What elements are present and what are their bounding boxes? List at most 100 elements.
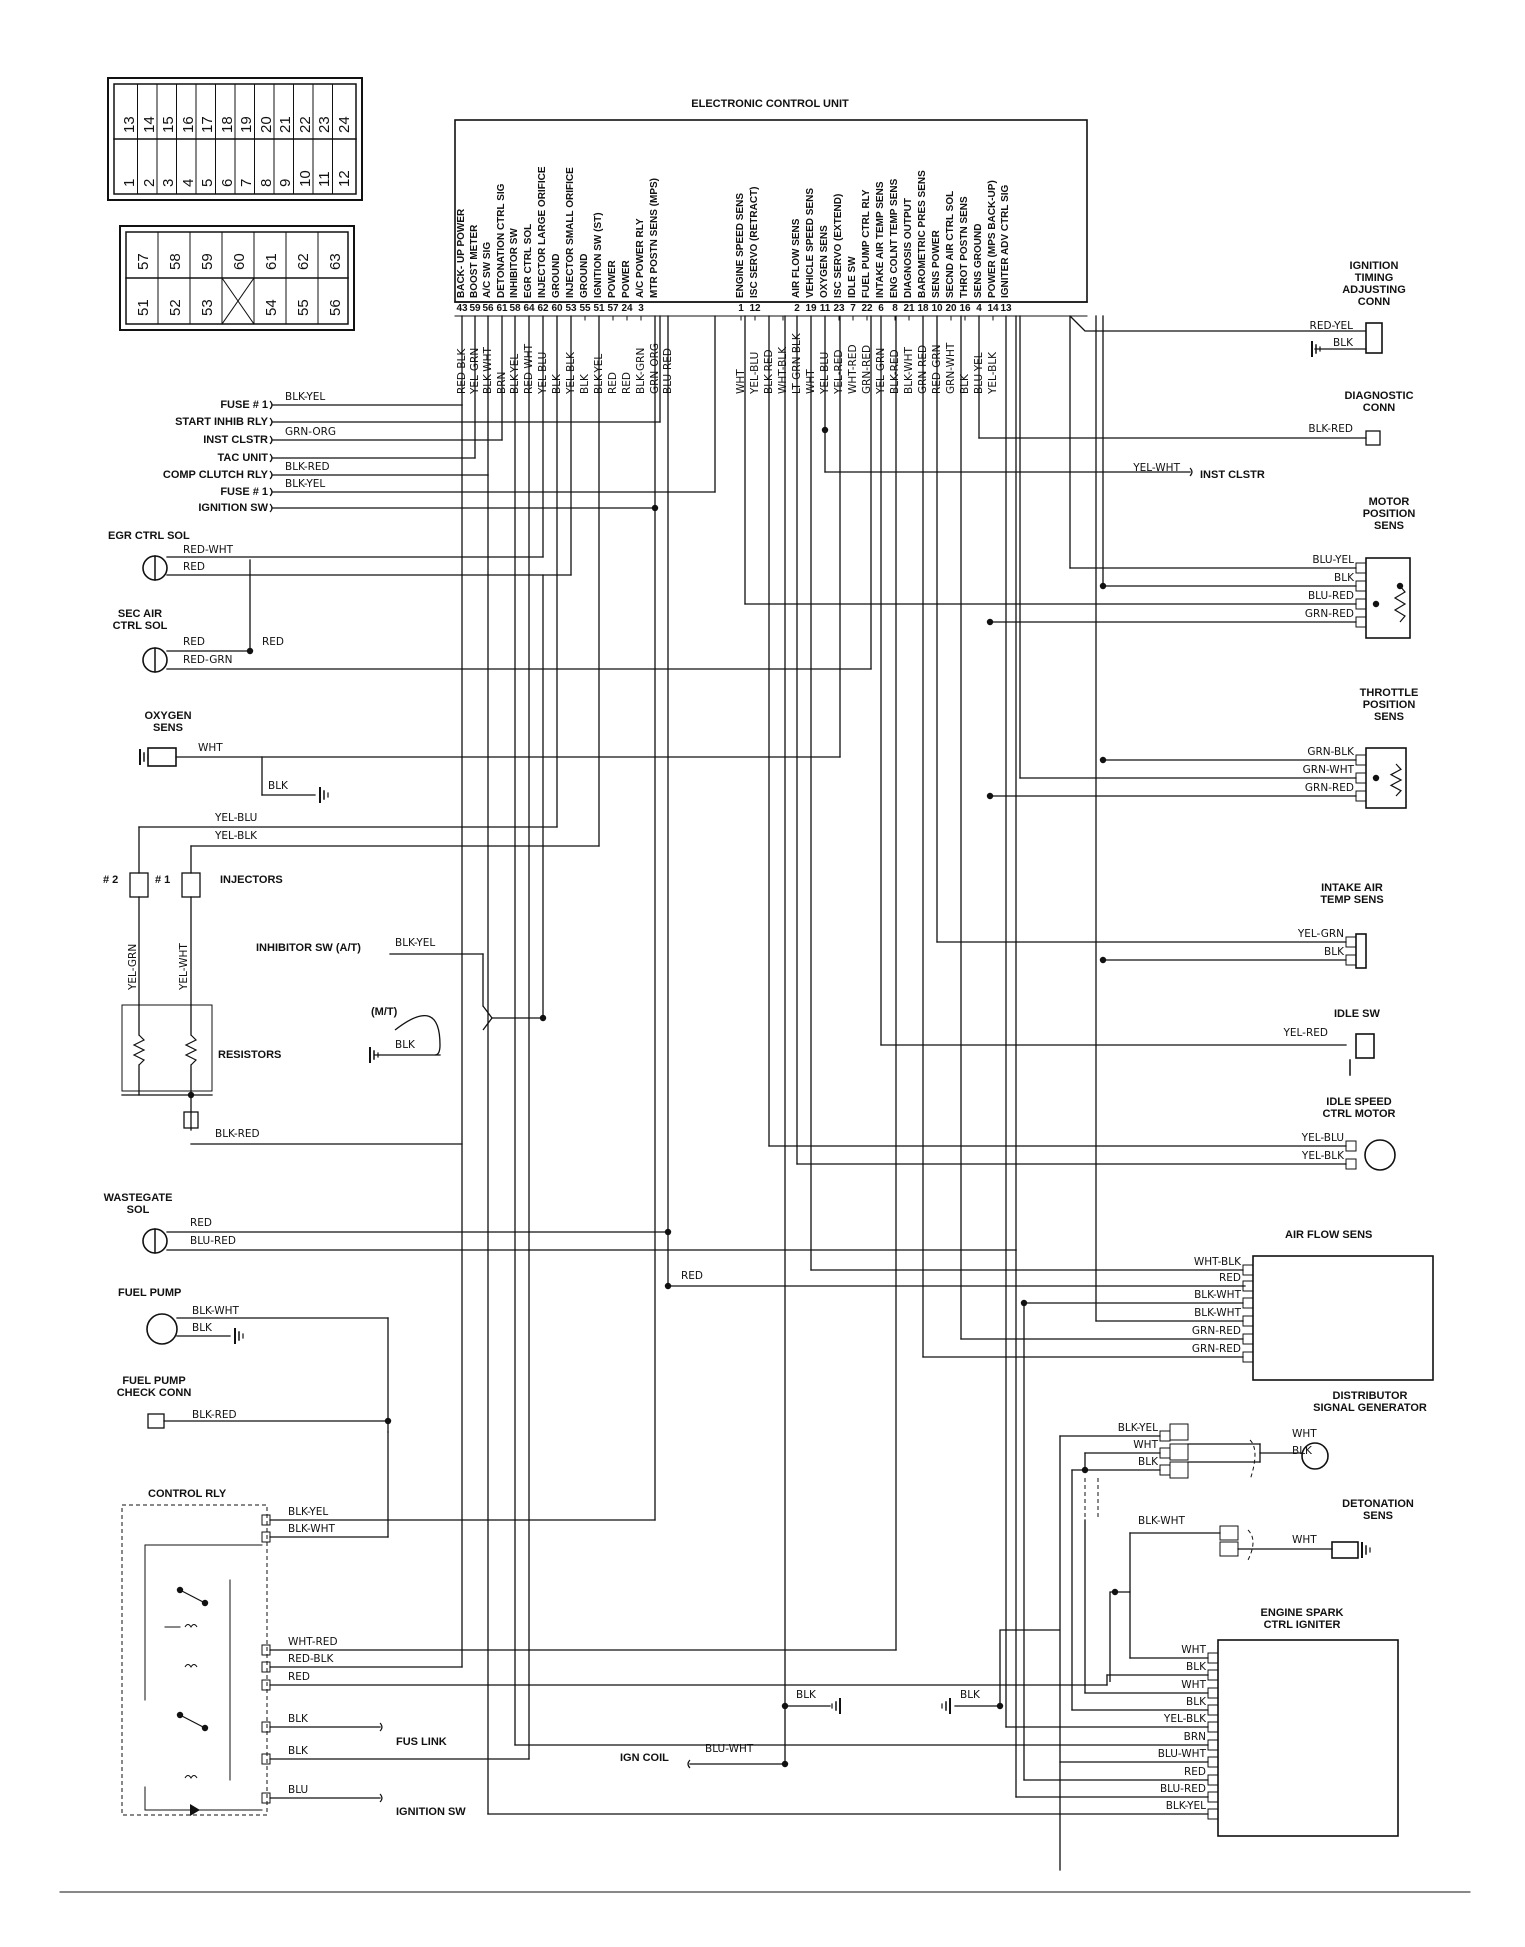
tps-resistor	[1389, 763, 1403, 797]
connector-wire-code: RED	[1218, 1272, 1241, 1284]
splice-dot	[986, 792, 994, 800]
connector-wire-code: BLK	[1186, 1696, 1206, 1708]
motor_pos-body	[1365, 557, 1411, 639]
ecu-pin-number: 7	[850, 303, 856, 314]
ecu-header-label: ISC SERVO (EXTEND)	[833, 193, 844, 298]
ecu-pin-number: 16	[959, 303, 971, 314]
pin-label: 5	[199, 178, 216, 187]
ecu-pin-number: 3	[638, 303, 644, 314]
ecu-pin-number: 64	[523, 303, 535, 314]
mt-wire: BLK	[395, 1039, 415, 1051]
fus-link-label: FUS LINK	[396, 1736, 447, 1748]
splice-dot	[781, 1702, 789, 1710]
connector-wire-code: BLU-RED	[1307, 590, 1354, 602]
ecu-wire-code: WHT	[805, 369, 817, 394]
ecu-header-label: VEHICLE SPEED SENS	[805, 187, 816, 298]
ecu-wire-code: YEL-BLU	[819, 351, 831, 394]
ecu-header-label: A/C SW SIG	[482, 241, 493, 298]
oxygen-wire-2: BLK	[268, 780, 288, 792]
fuel-pump-symbol	[146, 1313, 178, 1345]
connector-wire-code: BLK-WHT	[1194, 1289, 1241, 1301]
ecu-pin-number: 2	[794, 303, 800, 314]
control-rly-frame	[121, 1504, 268, 1816]
ecu-header-label: FUEL PUMP CTRL RLY	[861, 189, 872, 298]
oxygen-sens-symbol	[147, 747, 177, 767]
ecu-wire-code: GRN-WHT	[945, 342, 957, 394]
connector-pin	[1159, 1464, 1171, 1476]
connector-wire-code: BLK-YEL	[1165, 1800, 1206, 1812]
pin-label: 60	[231, 253, 248, 270]
ecu-wire-code: BLK-RED	[889, 349, 901, 394]
control-rly-wire-code: RED	[288, 1671, 311, 1683]
mt-label: (M/T)	[371, 1006, 398, 1018]
mt-loop	[394, 1014, 441, 1056]
control-rly-wire-code: BLK-WHT	[288, 1523, 335, 1535]
connector-pin	[1345, 1140, 1357, 1152]
terminal-label: TAC UNIT	[217, 452, 268, 464]
inst-clstr-label: INST CLSTR	[1200, 469, 1265, 481]
ecu-pin-number: 51	[593, 303, 605, 314]
ecu-pin-number: 6	[878, 303, 884, 314]
ecu-pin-number: 1	[738, 303, 744, 314]
ecu-wire-code: RED	[621, 371, 633, 394]
shield-line	[1249, 1439, 1256, 1481]
air_flow-body	[1252, 1255, 1434, 1381]
pin-label: 55	[295, 299, 312, 316]
ecu-pin-number: 56	[482, 303, 494, 314]
shield-line	[1247, 1529, 1254, 1561]
control-rly-wire-code: BLK-YEL	[288, 1506, 329, 1518]
ecu-wire-code: YEL-RED	[833, 349, 845, 394]
wastegate-wire-3: RED	[681, 1270, 704, 1282]
diagnostic-conn-label: DIAGNOSTIC CONN	[1344, 390, 1414, 415]
egr-wire-2: RED	[183, 561, 206, 573]
ecu-header-label: BAROMETRIC PRES SENS	[917, 170, 928, 298]
ecu-header-label: ENG COLNT TEMP SENS	[889, 178, 900, 298]
connector-pin	[1355, 580, 1367, 592]
resistor-2	[132, 1034, 146, 1066]
splice-dot	[1372, 774, 1380, 782]
ecu-header-label: GROUND	[579, 253, 590, 298]
relay-coil	[184, 1775, 198, 1779]
pin-label: 16	[179, 116, 197, 133]
terminal-symbol	[379, 1722, 383, 1732]
splice-dot	[986, 618, 994, 626]
inst-clstr-wire: YEL-WHT	[1133, 462, 1180, 474]
connector-pin	[1345, 954, 1357, 966]
relay-coil	[184, 1624, 198, 1628]
connector-wire-code: BLK	[1138, 1456, 1158, 1468]
injector-wire-3: YEL-GRN	[127, 943, 139, 990]
connector-wire-code: YEL-BLU	[1301, 1132, 1344, 1144]
ecu-header-label: POWER	[621, 260, 632, 298]
ecu-pin-number: 61	[496, 303, 508, 314]
oxygen-sens-label: OXYGEN SENS	[144, 710, 192, 735]
ecu-header-label: MTR POSTN SENS (MPS)	[649, 177, 660, 298]
injectors-label: INJECTORS	[220, 874, 283, 886]
ecu-header-label: SENS GROUND	[973, 223, 984, 298]
connector-wire-code: YEL-BLK	[1301, 1150, 1344, 1162]
ign-timing-conn-label: IGNITION TIMING ADJUSTING CONN	[1342, 260, 1406, 309]
pin-label: 9	[277, 178, 294, 187]
pin-label: 54	[263, 299, 280, 316]
control-rly-pin	[261, 1661, 271, 1673]
pin-label: 7	[238, 178, 255, 187]
fuel-pump-wire-1: BLK-WHT	[192, 1305, 239, 1317]
connector-pin	[1207, 1704, 1219, 1716]
control-rly-label: CONTROL RLY	[148, 1488, 227, 1500]
connector-a-frame	[107, 77, 363, 201]
pin-label: 61	[263, 253, 280, 270]
ecu-wire-code: BRN	[496, 371, 508, 394]
idle-speed-ctrl-motor-label: IDLE SPEED CTRL MOTOR	[1322, 1096, 1396, 1121]
pin-label: 10	[296, 170, 314, 187]
distributor-conn	[1169, 1461, 1189, 1479]
fuel-pump-label: FUEL PUMP	[118, 1287, 182, 1299]
ecu-pin-number: 18	[917, 303, 929, 314]
fuel-pump-check-symbol	[147, 1413, 165, 1429]
ecu-pin-number: 19	[805, 303, 817, 314]
injector-wire-1: YEL-BLU	[215, 812, 258, 824]
ecu-wire-code: GRN-RED	[861, 344, 873, 394]
pin-label: 6	[218, 178, 236, 187]
inhibitor-wire: BLK-YEL	[395, 937, 436, 949]
connector-pin	[1207, 1756, 1219, 1768]
connector-wire-code: WHT	[1133, 1439, 1158, 1451]
terminal-symbol	[379, 1793, 383, 1803]
